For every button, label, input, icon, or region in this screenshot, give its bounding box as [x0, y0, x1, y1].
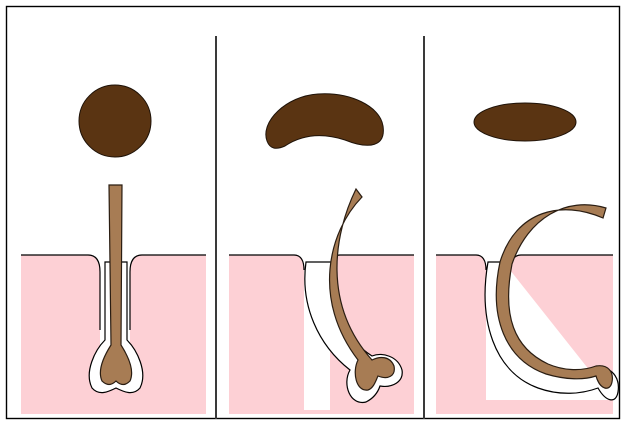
panel-curly-hair	[436, 103, 618, 414]
panel-wavy-hair	[229, 94, 414, 414]
hair-cross-section-kidney	[266, 94, 384, 148]
hair-cross-section-oval	[474, 103, 576, 141]
panel-straight-hair	[21, 85, 206, 414]
skin-layer	[436, 255, 486, 414]
hair-cross-section-round	[79, 85, 151, 157]
